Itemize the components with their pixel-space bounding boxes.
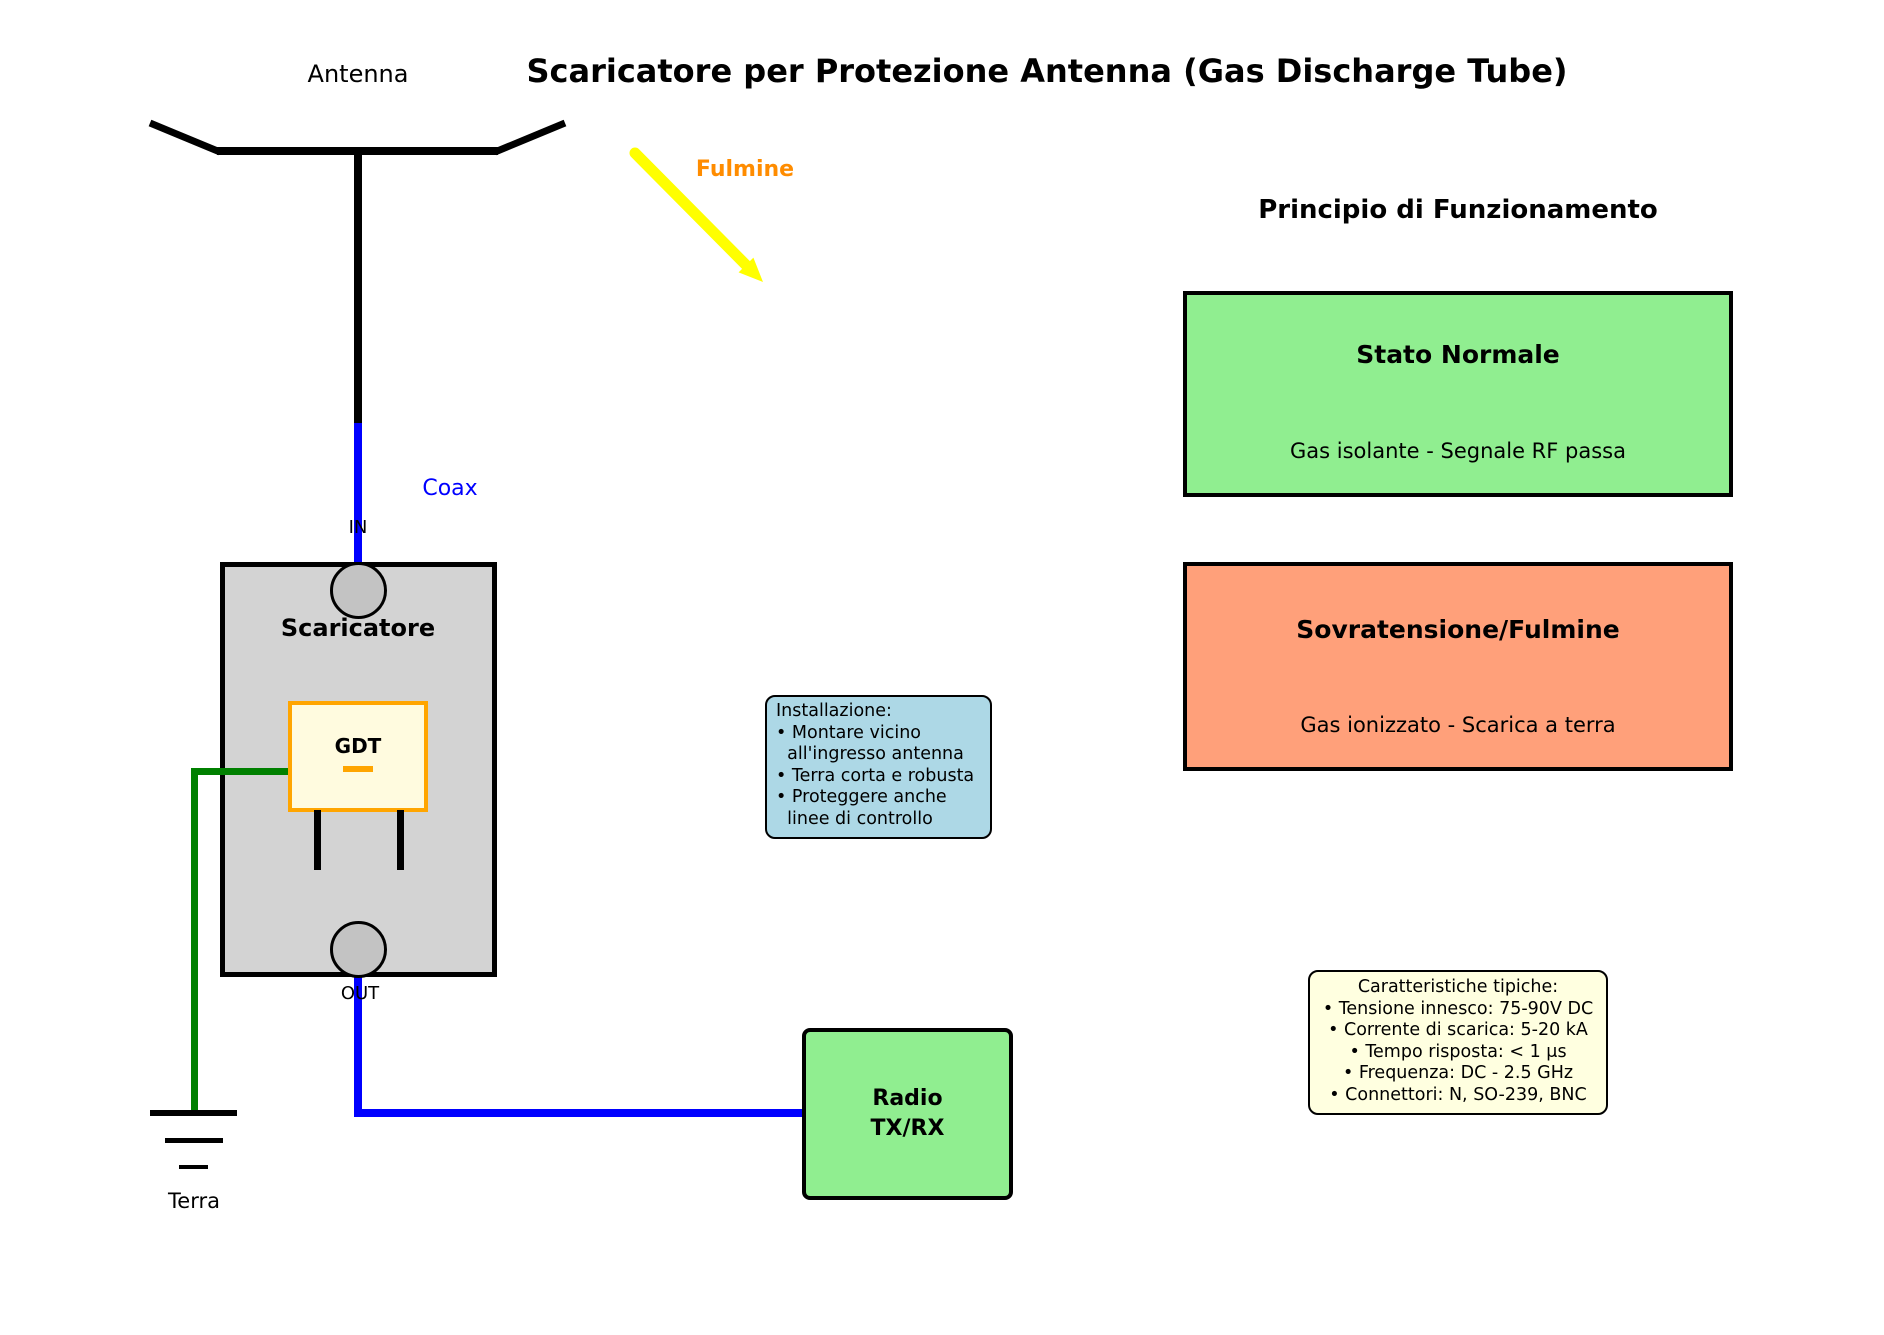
radio-label-line1: Radio [872, 1086, 943, 1112]
characteristics-note-line: • Tempo risposta: < 1 μs [1349, 1041, 1567, 1062]
installation-note-line: • Proteggere anche [776, 787, 947, 808]
gdt-electrode-left [314, 810, 321, 870]
installation-note-line: • Montare vicino [776, 722, 922, 743]
antenna-mast-wire [354, 149, 362, 423]
antenna-label: Antenna [307, 60, 409, 88]
in-port-label: IN [348, 517, 368, 538]
connector-out [330, 921, 387, 978]
ground-symbol-bar2 [165, 1138, 223, 1143]
out-port-label: OUT [340, 983, 380, 1004]
state-box-surge: Sovratensione/Fulmine Gas ionizzato - Sc… [1183, 562, 1733, 771]
coax-label: Coax [422, 476, 478, 501]
connector-in [330, 562, 387, 619]
state-normal-description: Gas isolante - Segnale RF passa [1290, 439, 1626, 463]
ground-wire-horizontal [191, 768, 288, 775]
lightning-label: Fulmine [695, 157, 795, 182]
page-title: Scaricatore per Protezione Antenna (Gas … [526, 52, 1568, 90]
coax-wire-out-vertical [354, 970, 362, 1117]
characteristics-note-line: • Frequenza: DC - 2.5 GHz [1342, 1063, 1574, 1084]
ground-label: Terra [168, 1189, 220, 1213]
installation-note-heading: Installazione: [776, 701, 892, 721]
gdt-label: GDT [334, 734, 382, 758]
gdt-element-mark [343, 766, 373, 772]
characteristics-note: Caratteristiche tipiche: • Tensione inne… [1308, 970, 1608, 1115]
radio-label-line2: TX/RX [870, 1116, 945, 1141]
installation-note-line: • Terra corta e robusta [776, 765, 975, 786]
gdt-box [288, 701, 428, 812]
state-surge-title: Sovratensione/Fulmine [1296, 615, 1620, 644]
ground-symbol-bar3 [179, 1165, 208, 1169]
principle-heading: Principio di Funzionamento [1258, 195, 1658, 225]
characteristics-note-line: • Tensione innesco: 75-90V DC [1322, 998, 1594, 1019]
installation-note-line: all'ingresso antenna [776, 744, 964, 765]
installation-note-line: linee di controllo [776, 808, 933, 829]
gdt-electrode-right [397, 810, 404, 870]
ground-symbol-bar1 [150, 1110, 237, 1116]
characteristics-note-line: • Connettori: N, SO-239, BNC [1329, 1084, 1587, 1105]
ground-wire-vertical [191, 768, 198, 1113]
state-normal-title: Stato Normale [1356, 340, 1560, 369]
characteristics-note-heading: Caratteristiche tipiche: [1357, 977, 1559, 997]
state-surge-description: Gas ionizzato - Scarica a terra [1300, 713, 1616, 737]
installation-note: Installazione: • Montare vicino all'ingr… [765, 695, 992, 839]
coax-wire-out-horizontal [354, 1109, 806, 1117]
coax-wire-in [354, 423, 362, 567]
characteristics-note-line: • Corrente di scarica: 5-20 kA [1328, 1020, 1588, 1041]
lightning-arrow-icon [629, 147, 763, 282]
state-box-normal: Stato Normale Gas isolante - Segnale RF … [1183, 291, 1733, 497]
radio-box: Radio TX/RX [802, 1028, 1013, 1200]
arrester-label: Scaricatore [280, 614, 436, 642]
